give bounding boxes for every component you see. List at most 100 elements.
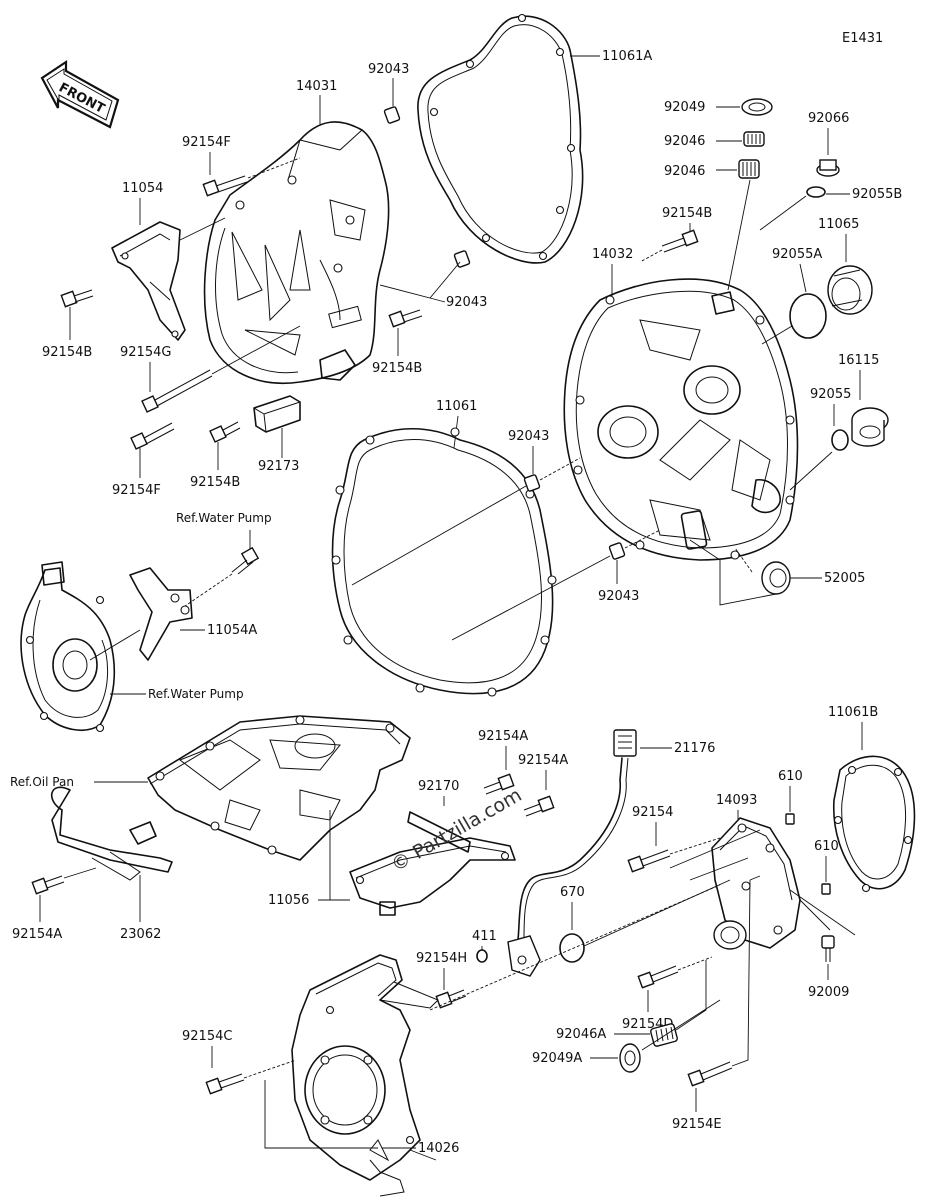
cover-14093 bbox=[711, 817, 801, 950]
label-92009: 92009 bbox=[808, 985, 849, 1000]
clamp-92173 bbox=[253, 395, 301, 433]
pipe-23062 bbox=[50, 786, 173, 881]
bolt-92154c bbox=[205, 1073, 245, 1095]
label-92154f-b: 92154F bbox=[112, 483, 161, 498]
bolt-water-pump bbox=[231, 546, 260, 575]
bolt-92154b-d bbox=[661, 229, 699, 253]
oil-seal-92049 bbox=[741, 98, 773, 116]
dowel-pin-92043-a bbox=[383, 106, 401, 124]
label-16115: 16115 bbox=[838, 353, 879, 368]
label-92154f-a: 92154F bbox=[182, 135, 231, 150]
label-14031: 14031 bbox=[296, 79, 337, 94]
label-92046a: 92046A bbox=[556, 1027, 606, 1042]
label-92043-b: 92043 bbox=[446, 295, 487, 310]
oil-seal-52005 bbox=[761, 561, 791, 595]
water-pump-cover bbox=[20, 561, 116, 733]
generator-cover-14031 bbox=[203, 121, 390, 384]
label-92154e: 92154E bbox=[672, 1117, 722, 1132]
bolt-92154 bbox=[627, 849, 671, 873]
label-92154b-b: 92154B bbox=[190, 475, 240, 490]
label-11054: 11054 bbox=[122, 181, 163, 196]
label-11054a: 11054A bbox=[207, 623, 257, 638]
oil-seal-92049a bbox=[619, 1043, 641, 1073]
label-92043-c: 92043 bbox=[508, 429, 549, 444]
sprocket-cover-14026 bbox=[291, 954, 439, 1197]
front-arrow-icon: FRONT bbox=[40, 59, 120, 129]
label-11065: 11065 bbox=[818, 217, 859, 232]
ref-oil-pan: Ref.Oil Pan bbox=[10, 775, 74, 789]
label-610-a: 610 bbox=[778, 769, 803, 784]
screw-92009 bbox=[821, 935, 835, 962]
label-670: 670 bbox=[560, 885, 585, 900]
cap-11065 bbox=[827, 265, 873, 315]
bolt-92154f-a bbox=[202, 175, 248, 197]
label-92154a-b: 92154A bbox=[518, 753, 568, 768]
bolt-92154h bbox=[435, 989, 467, 1009]
label-92046-b: 92046 bbox=[664, 164, 705, 179]
label-11061a: 11061A bbox=[602, 49, 652, 64]
bracket-11054a bbox=[129, 567, 193, 661]
dowel-pin-610-b bbox=[821, 883, 831, 895]
label-92055: 92055 bbox=[810, 387, 851, 402]
label-92154b-d: 92154B bbox=[662, 206, 712, 221]
bolt-92154g bbox=[141, 369, 213, 413]
label-14026: 14026 bbox=[418, 1141, 459, 1156]
label-92154g: 92154G bbox=[120, 345, 171, 360]
label-92170: 92170 bbox=[418, 779, 459, 794]
gasket-11061b bbox=[832, 755, 916, 893]
bearing-92046-b bbox=[738, 159, 760, 179]
dowel-pin-92043-d bbox=[608, 542, 626, 560]
label-92154: 92154 bbox=[632, 805, 673, 820]
bearing-92046-a bbox=[743, 131, 765, 147]
bolt-92154b-a bbox=[60, 289, 94, 308]
sensor-harness bbox=[507, 757, 629, 977]
bolt-92154b-c bbox=[388, 309, 423, 328]
label-92043-d: 92043 bbox=[598, 589, 639, 604]
bolt-92154a-a bbox=[483, 773, 515, 795]
label-92154b-c: 92154B bbox=[372, 361, 422, 376]
dowel-pin-92043-c bbox=[523, 474, 541, 492]
label-92055a: 92055A bbox=[772, 247, 822, 262]
label-21176: 21176 bbox=[674, 741, 715, 756]
label-92043-a: 92043 bbox=[368, 62, 409, 77]
label-610-b: 610 bbox=[814, 839, 839, 854]
label-14032: 14032 bbox=[592, 247, 633, 262]
bolt-92154e bbox=[687, 1061, 733, 1087]
bolt-92154d bbox=[637, 965, 679, 989]
bolt-92154a-c bbox=[31, 875, 65, 895]
label-11056: 11056 bbox=[268, 893, 309, 908]
label-92055b: 92055B bbox=[852, 187, 902, 202]
label-11061: 11061 bbox=[436, 399, 477, 414]
label-14093: 14093 bbox=[716, 793, 757, 808]
label-11061b: 11061B bbox=[828, 705, 878, 720]
dowel-pin-610-a bbox=[785, 813, 795, 825]
label-92154a-c: 92154A bbox=[12, 927, 62, 942]
label-92154a-a: 92154A bbox=[478, 729, 528, 744]
diagram-code: E1431 bbox=[842, 31, 883, 46]
strainer-92170 bbox=[407, 811, 471, 853]
oil-level-gauge-16115 bbox=[851, 407, 889, 447]
oil-pan bbox=[147, 715, 411, 861]
dowel-pin-92043-b bbox=[453, 250, 471, 268]
plug-92066 bbox=[816, 159, 840, 177]
label-92154b-a: 92154B bbox=[42, 345, 92, 360]
o-ring-92055a bbox=[789, 293, 827, 339]
ref-water-pump-2: Ref.Water Pump bbox=[148, 687, 244, 701]
label-92154c: 92154C bbox=[182, 1029, 232, 1044]
bolt-92154a-b bbox=[523, 795, 555, 817]
label-92154h: 92154H bbox=[416, 951, 467, 966]
label-92066: 92066 bbox=[808, 111, 849, 126]
label-92049a: 92049A bbox=[532, 1051, 582, 1066]
label-92173: 92173 bbox=[258, 459, 299, 474]
label-92049: 92049 bbox=[664, 100, 705, 115]
o-ring-670 bbox=[559, 933, 585, 963]
label-92046-a: 92046 bbox=[664, 134, 705, 149]
o-ring-92055b bbox=[806, 186, 826, 198]
gasket-11061a bbox=[417, 13, 584, 264]
watermark: © Partzilla.com bbox=[388, 784, 526, 876]
ref-water-pump-1: Ref.Water Pump bbox=[176, 511, 272, 525]
label-52005: 52005 bbox=[824, 571, 865, 586]
label-23062: 23062 bbox=[120, 927, 161, 942]
bracket-11054 bbox=[111, 221, 186, 341]
